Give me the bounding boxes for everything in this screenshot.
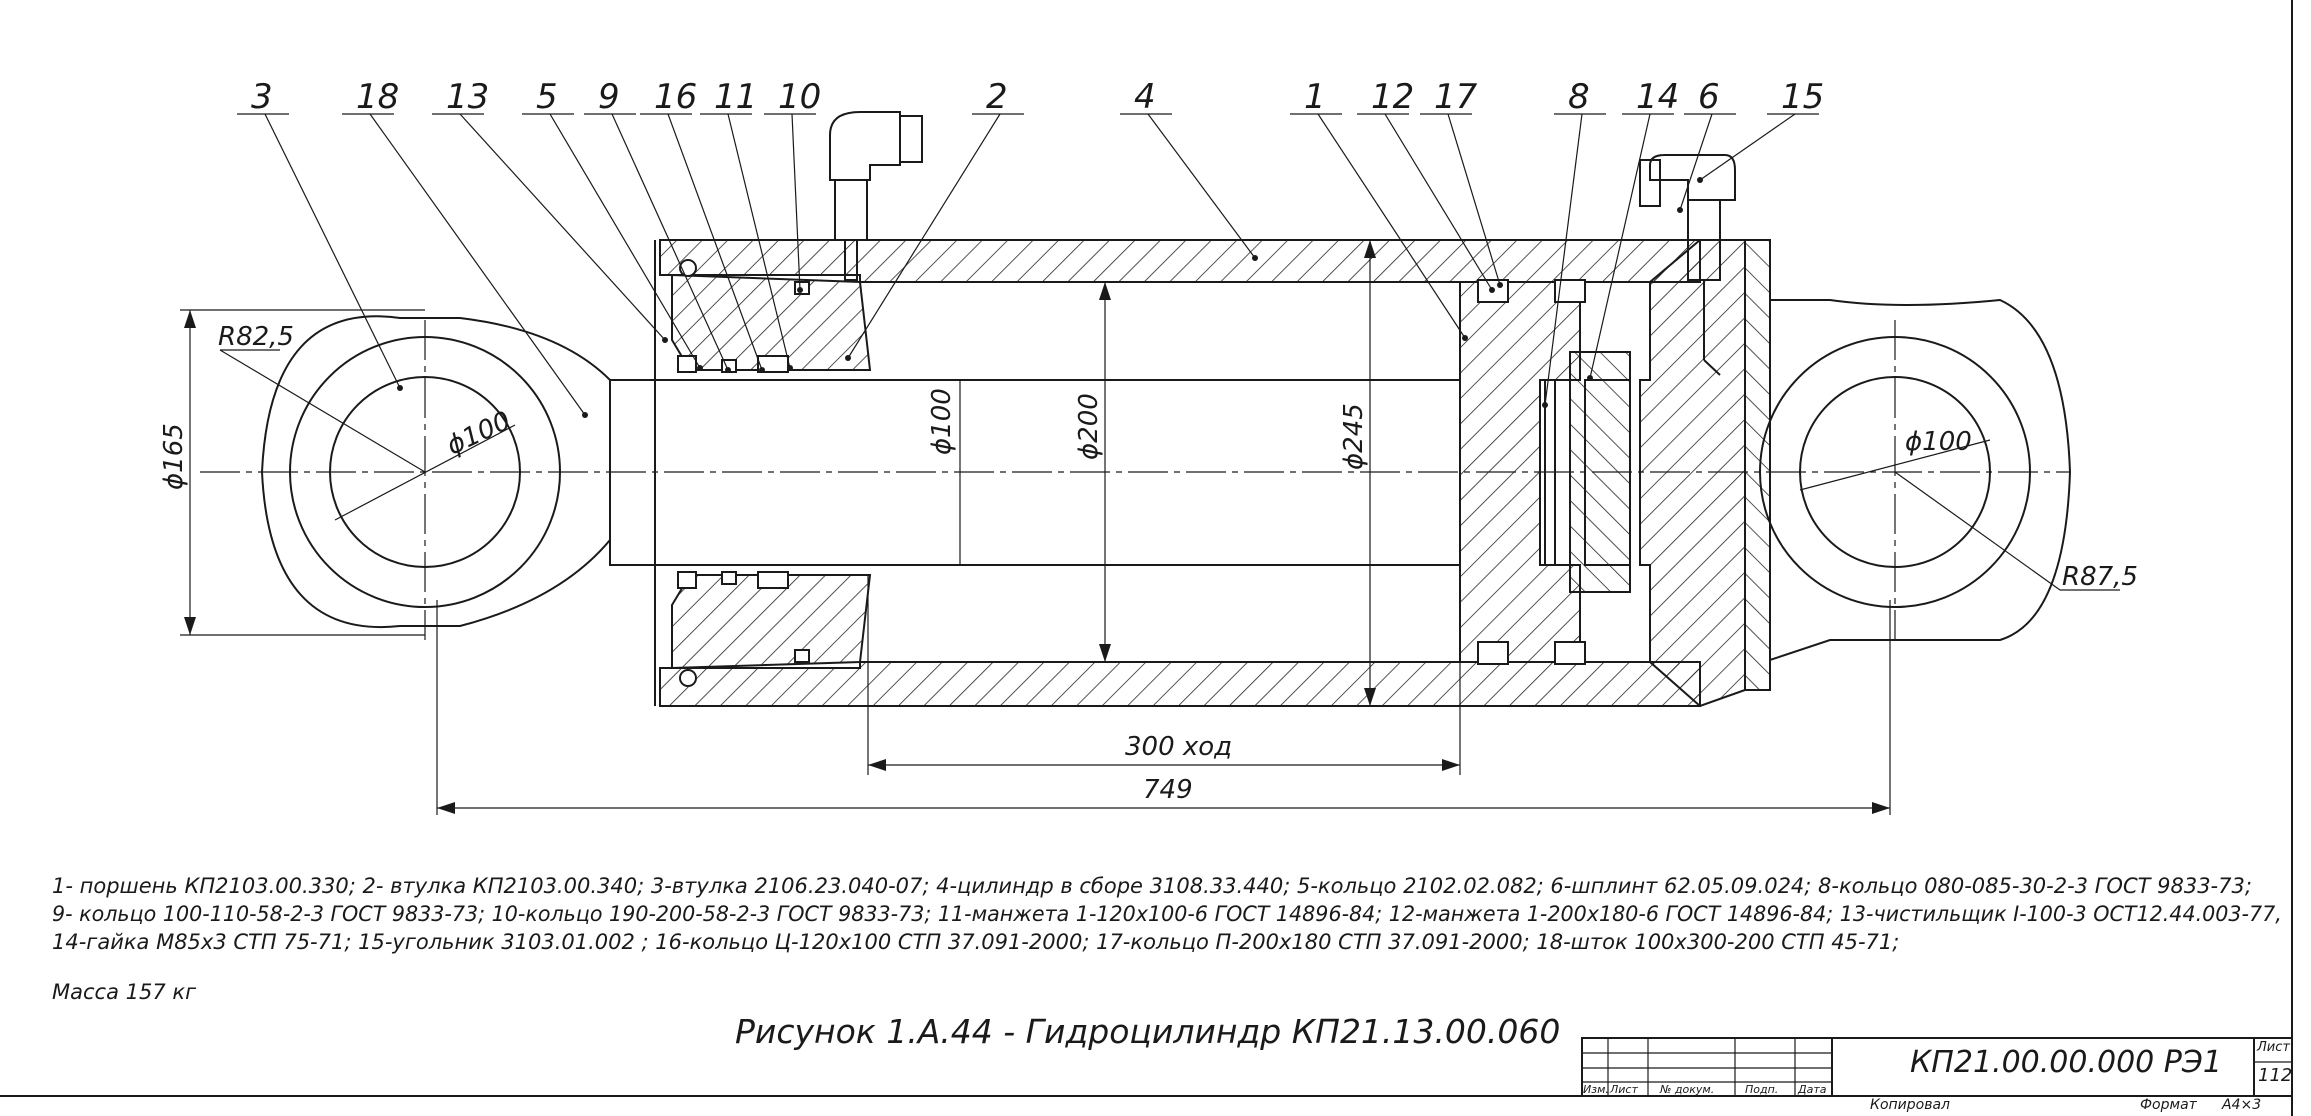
- leader-line-5: [549, 113, 701, 369]
- part-label-15: 15: [1781, 77, 1824, 117]
- dim-r82-5: R82,5: [218, 322, 294, 352]
- leader-dot-15: [1697, 177, 1703, 183]
- format-label: Формат: [2140, 1097, 2197, 1113]
- leader-line-14: [1589, 113, 1651, 379]
- dim-d245: ϕ245: [1339, 403, 1369, 470]
- leader-dot-4: [1252, 255, 1258, 261]
- left-port-fitting: [829, 111, 923, 281]
- part-label-10: 10: [778, 77, 821, 117]
- gland-bushing: [671, 259, 872, 687]
- leader-line-3: [264, 113, 401, 389]
- figure-caption: Рисунок 1.А.44 - Гидроцилиндр КП21.13.00…: [735, 1012, 1561, 1051]
- sheet-label: Лист: [2257, 1040, 2290, 1055]
- parts-list-line-3: 14-гайка М85х3 СТП 75-71; 15-угольник 31…: [52, 930, 1900, 954]
- col-data: Дата: [1798, 1083, 1827, 1096]
- right-port-fitting: [1639, 154, 1736, 376]
- designation: КП21.00.00.000 РЭ1: [1910, 1045, 2222, 1080]
- part-label-9: 9: [598, 77, 620, 117]
- part-label-17: 17: [1434, 77, 1478, 117]
- part-label-18: 18: [356, 77, 399, 117]
- dim-d200: ϕ200: [1074, 393, 1104, 460]
- leader-dot-17: [1497, 282, 1503, 288]
- part-label-4: 4: [1134, 77, 1156, 117]
- right-eye: [1759, 298, 2072, 662]
- col-list: Лист: [1610, 1083, 1638, 1096]
- part-label-2: 2: [986, 77, 1008, 117]
- dim-d165: ϕ165: [159, 423, 189, 490]
- part-label-11: 11: [714, 77, 757, 117]
- leader-line-1: [1317, 113, 1466, 339]
- part-label-1: 1: [1304, 77, 1326, 117]
- sheet-number: 112: [2258, 1065, 2293, 1086]
- leader-line-11: [727, 113, 791, 369]
- dimensions: ϕ165 R82,5 ϕ100 ϕ100 ϕ200 ϕ245 ϕ100 R87,…: [159, 240, 2138, 815]
- leader-line-17: [1447, 113, 1501, 286]
- rear-head: [1639, 239, 1771, 708]
- leader-line-18: [369, 113, 586, 416]
- part-label-12: 12: [1371, 77, 1414, 117]
- leader-dot-1: [1462, 335, 1468, 341]
- part-label-6: 6: [1698, 77, 1720, 117]
- leader-dot-6: [1677, 207, 1683, 213]
- mass-note: Масса 157 кг: [52, 980, 197, 1004]
- part-label-3: 3: [251, 77, 273, 117]
- copied-label: Копировал: [1870, 1097, 1950, 1113]
- left-eye: [260, 315, 660, 640]
- leader-dot-16: [759, 367, 765, 373]
- part-label-5: 5: [536, 77, 558, 117]
- col-podp: Подп.: [1745, 1083, 1779, 1096]
- leader-dot-10: [797, 287, 803, 293]
- parts-list-line-1: 1- поршень КП2103.00.330; 2- втулка КП21…: [52, 874, 2252, 898]
- leader-dot-14: [1587, 375, 1593, 381]
- leader-line-8: [1544, 113, 1583, 406]
- leader-line-9: [611, 113, 729, 371]
- dim-r87-5: R87,5: [2062, 562, 2138, 592]
- leader-dot-8: [1542, 402, 1548, 408]
- leader-dot-11: [787, 365, 793, 371]
- leader-dot-9: [725, 367, 731, 373]
- leader-line-10: [791, 113, 801, 291]
- leader-dot-5: [697, 365, 703, 371]
- leader-dot-12: [1489, 287, 1495, 293]
- piston-nut: [1569, 351, 1631, 593]
- leader-line-2: [847, 113, 1001, 359]
- part-label-8: 8: [1568, 77, 1590, 117]
- dim-length: 749: [1143, 775, 1193, 805]
- col-dokum: № докум.: [1660, 1083, 1715, 1096]
- leader-line-15: [1699, 113, 1796, 181]
- leader-dot-18: [582, 412, 588, 418]
- dim-stroke: 300 ход: [1125, 732, 1232, 762]
- part-label-14: 14: [1636, 77, 1679, 117]
- part-label-16: 16: [654, 77, 697, 117]
- col-izm: Изм.: [1583, 1083, 1609, 1096]
- leader-dot-2: [845, 355, 851, 361]
- leader-line-6: [1679, 113, 1713, 211]
- dim-d100-left: ϕ100: [442, 406, 515, 461]
- dim-d100-rod: ϕ100: [927, 388, 957, 455]
- parts-list-line-2: 9- кольцо 100-110-58-2-3 ГОСТ 9833-73; 1…: [52, 902, 2282, 926]
- part-label-13: 13: [446, 77, 489, 117]
- leader-dot-13: [662, 337, 668, 343]
- leader-line-12: [1384, 113, 1493, 291]
- leader-line-4: [1147, 113, 1256, 259]
- format-value: А4×3: [2222, 1097, 2262, 1113]
- leader-line-16: [667, 113, 763, 371]
- dim-d100-right: ϕ100: [1905, 427, 1972, 457]
- leader-dot-3: [397, 385, 403, 391]
- title-block: [1581, 1037, 2293, 1097]
- leader-line-13: [459, 113, 666, 341]
